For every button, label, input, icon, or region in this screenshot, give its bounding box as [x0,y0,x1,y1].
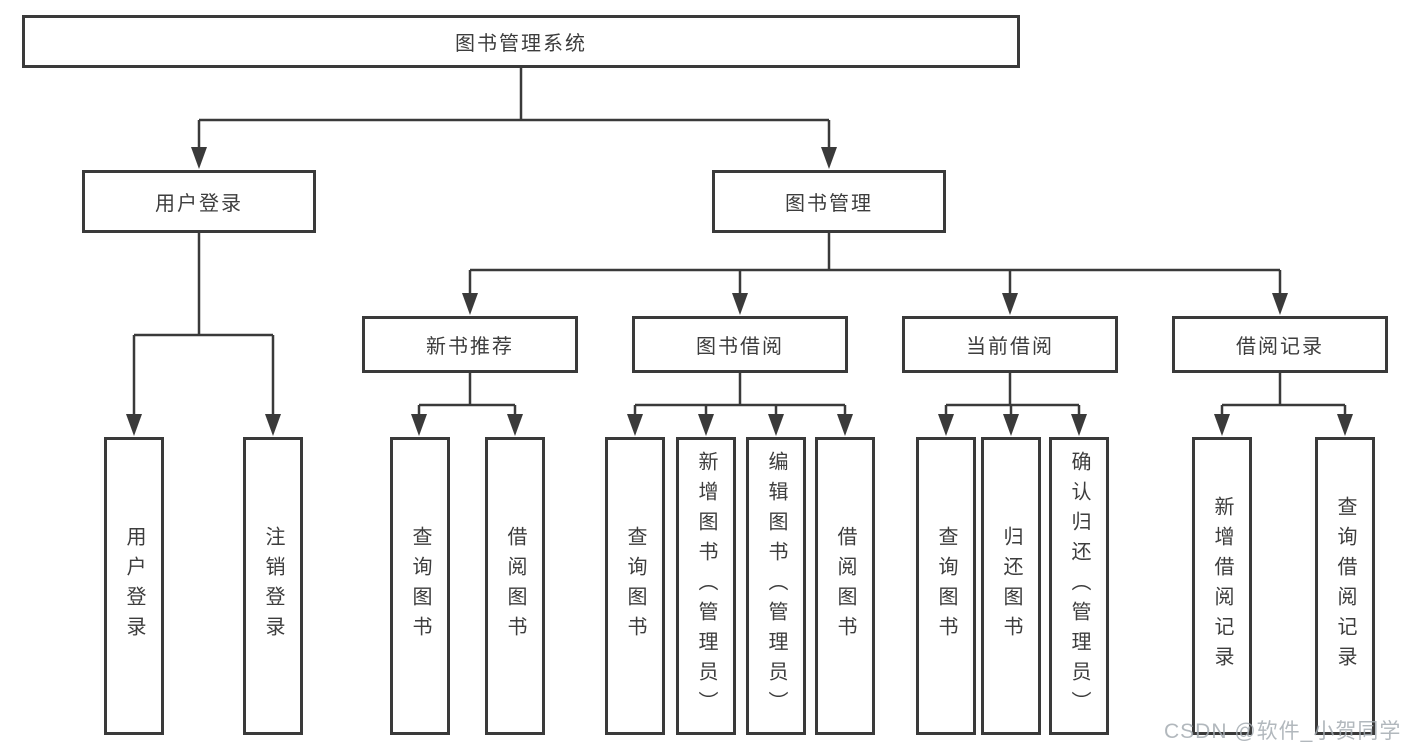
leaf-recommend-borrow-books: 借阅图书 [485,437,545,735]
node-book-management: 图书管理 [712,170,946,233]
leaf-borrowing-borrow-books: 借阅图书 [815,437,875,735]
csdn-watermark: CSDN @软件_小贺同学 [1164,720,1402,743]
node-root-system: 图书管理系统 [22,15,1020,68]
leaf-recommend-query-books: 查询图书 [390,437,450,735]
leaf-borrowing-add-books-admin: 新增图书（管理员） [676,437,736,735]
leaf-logout: 注销登录 [243,437,303,735]
leaf-current-return-books: 归还图书 [981,437,1041,735]
leaf-current-query-books: 查询图书 [916,437,976,735]
leaf-records-query-record: 查询借阅记录 [1315,437,1375,735]
leaf-borrowing-query-books: 查询图书 [605,437,665,735]
node-new-book-recommend: 新书推荐 [362,316,578,373]
node-book-borrowing: 图书借阅 [632,316,848,373]
leaf-records-add-record: 新增借阅记录 [1192,437,1252,735]
leaf-borrowing-edit-books-admin: 编辑图书（管理员） [746,437,806,735]
node-current-borrowing: 当前借阅 [902,316,1118,373]
leaf-current-confirm-return-admin: 确认归还（管理员） [1049,437,1109,735]
arrowheads [126,147,1353,436]
connector-path [132,68,1347,417]
node-borrowing-records: 借阅记录 [1172,316,1388,373]
node-user-login: 用户登录 [82,170,316,233]
leaf-user-login: 用户登录 [104,437,164,735]
